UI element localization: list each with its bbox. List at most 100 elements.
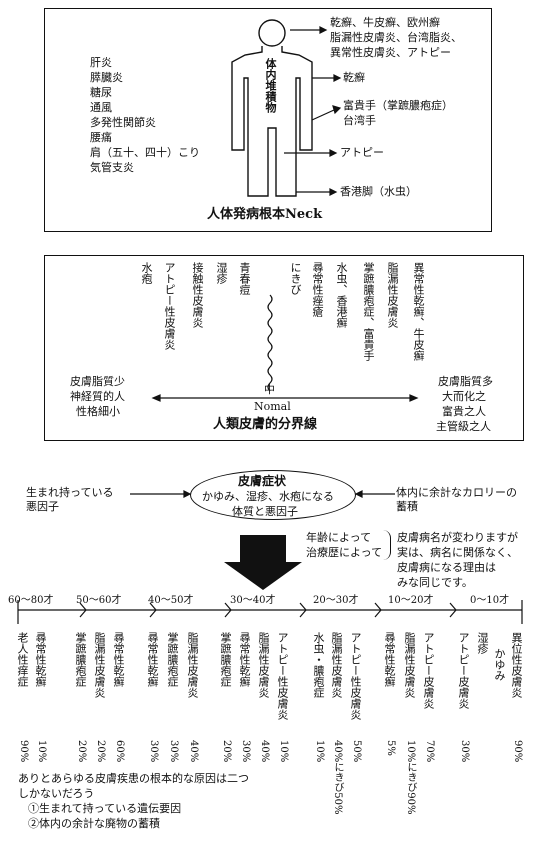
disease-pct: 30% <box>168 740 179 763</box>
head-label: 乾癬、牛皮癬、欧州癬 <box>330 16 440 29</box>
explanation-note: 皮膚病名が変わりますが <box>397 531 518 544</box>
leg-label: アトピー <box>340 146 384 159</box>
note-line: 神経質的人 <box>70 390 125 403</box>
disease-pct: 20% <box>95 740 106 763</box>
disease-pct: 20% <box>221 740 232 763</box>
disease-name: アトピー皮膚炎 <box>422 632 435 709</box>
footer-line: ②体内の余計な廃物の蓄積 <box>28 817 160 830</box>
inherited-factor-note: 悪因子 <box>26 500 59 513</box>
column-label: 接触性皮膚炎 <box>191 262 204 328</box>
disease-pct: 30% <box>459 740 470 763</box>
disease-name: 脂漏性皮膚炎 <box>186 632 199 698</box>
center-label: 中 <box>264 383 275 396</box>
calorie-note: 体内に余計なカロリーの <box>396 486 517 499</box>
disease-pct: 10% <box>36 740 47 763</box>
disease-name: 尋常性乾癬 <box>383 632 396 687</box>
age-label: 40〜50才 <box>148 595 194 606</box>
list-item: 膵臓炎 <box>90 71 123 84</box>
note-line: 富貴之人 <box>442 405 486 418</box>
column-label: 水疱 <box>140 262 153 284</box>
list-item: 肝炎 <box>90 56 112 69</box>
note-line: 主管級之人 <box>436 420 491 433</box>
head-label: 異常性皮膚炎、アトピー <box>330 46 451 59</box>
disease-name: 水虫・膿疱症 <box>312 632 325 698</box>
body-label: 体内堆積物 <box>264 58 277 113</box>
explanation-note: 皮膚病になる理由は <box>397 561 496 574</box>
disease-name: 異位性皮膚炎 <box>510 632 523 698</box>
column-label: 脂漏性皮膚炎 <box>386 262 399 328</box>
head-label: 脂漏性皮膚炎、台湾脂炎、 <box>330 31 462 44</box>
disease-pct: 10%にきび90% <box>405 740 416 815</box>
body-diagram-panel <box>44 8 492 232</box>
note-line: 皮膚脂質少 <box>70 375 125 388</box>
age-treatment-note: 治療歴によって <box>306 546 383 559</box>
disease-pct: 30% <box>240 740 251 763</box>
column-label: 掌蹠膿疱症、富貴手 <box>362 262 375 361</box>
note-line: 大而化之 <box>442 390 486 403</box>
note-line: 性格細小 <box>76 405 120 418</box>
age-treatment-note: 年齢によって <box>306 531 372 544</box>
disease-pct: 40% <box>259 740 270 763</box>
disease-pct: 30% <box>148 740 159 763</box>
human-figure-icon <box>231 19 313 197</box>
explanation-note: 実は、病名に関係なく、 <box>397 546 518 559</box>
age-label: 0〜10才 <box>470 595 510 606</box>
disease-name: かゆみ <box>493 648 506 681</box>
disease-pct: 50% <box>351 740 362 763</box>
column-label: アトピー性皮膚炎 <box>163 262 176 350</box>
column-label: にきび <box>289 262 302 295</box>
mid-panel-caption: 人類皮膚的分界線 <box>213 417 318 432</box>
column-label: 異常性乾癬、牛皮癬 <box>412 262 425 361</box>
age-label: 30〜40才 <box>230 595 276 606</box>
disease-pct: 90% <box>18 740 29 763</box>
disease-name: 掌蹠膿疱症 <box>74 632 87 687</box>
column-label: 湿疹 <box>215 262 228 284</box>
age-label: 20〜30才 <box>313 595 359 606</box>
disease-name: 掌蹠膿疱症 <box>219 632 232 687</box>
footer-line: ありとあらゆる皮膚疾患の根本的な原因は二つ <box>18 772 249 785</box>
hand-label: 富貴手（掌蹠膿疱症） <box>343 99 453 112</box>
disease-name: 脂漏性皮膚炎 <box>403 632 416 698</box>
oval-line: かゆみ、湿疹、水疱になる <box>202 490 334 503</box>
disease-name: アトピー性皮膚炎 <box>276 632 289 720</box>
disease-name: 尋常性乾癬 <box>112 632 125 687</box>
footer-line: しかないだろう <box>18 787 95 800</box>
arm-label: 乾癬 <box>343 71 365 84</box>
list-item: 肩（五十、四十）こり <box>90 146 200 159</box>
disease-pct: 40%にきび50% <box>332 740 343 815</box>
oval-line: 体質と悪因子 <box>232 505 298 518</box>
top-panel-caption: 人体発病根本Neck <box>207 207 323 222</box>
wavy-divider <box>267 294 273 392</box>
disease-name: 尋常性乾癬 <box>34 632 47 687</box>
calorie-note: 蓄積 <box>396 500 418 513</box>
disease-name: 老人性痒症 <box>16 632 29 687</box>
foot-label: 香港脚（水虫） <box>340 185 417 198</box>
age-label: 60〜80才 <box>8 595 54 606</box>
explanation-note: みな同じです。 <box>397 576 473 589</box>
disease-pct: 60% <box>114 740 125 763</box>
list-item: 糖尿 <box>90 86 112 99</box>
inherited-factor-note: 生まれ持っている <box>26 486 114 499</box>
disease-pct: 10% <box>278 740 289 763</box>
age-label: 10〜20才 <box>388 595 434 606</box>
disease-name: 掌蹠膿疱症 <box>166 632 179 687</box>
age-label: 50〜60才 <box>76 595 122 606</box>
disease-name: 脂漏性皮膚炎 <box>93 632 106 698</box>
disease-name: アトピー性皮膚炎 <box>349 632 362 720</box>
disease-name: 尋常性乾癬 <box>238 632 251 687</box>
disease-name: 尋常性乾癬 <box>146 632 159 687</box>
disease-pct: 40% <box>188 740 199 763</box>
disease-pct: 10% <box>314 740 325 763</box>
disease-name: 湿疹 <box>476 632 489 654</box>
list-item: 気管支炎 <box>90 161 134 174</box>
disease-pct: 70% <box>424 740 435 763</box>
note-line: 皮膚脂質多 <box>438 375 493 388</box>
column-label: 尋常性痤瘡 <box>311 262 324 317</box>
column-label: 水虫、香港癬 <box>335 262 348 328</box>
hand-label: 台湾手 <box>343 114 376 127</box>
disease-name: 脂漏性皮膚炎 <box>257 632 270 698</box>
symptom-oval <box>190 470 356 520</box>
bracket <box>382 530 391 560</box>
column-label: 青春痘 <box>238 262 251 295</box>
skin-boundary-panel <box>44 255 524 441</box>
